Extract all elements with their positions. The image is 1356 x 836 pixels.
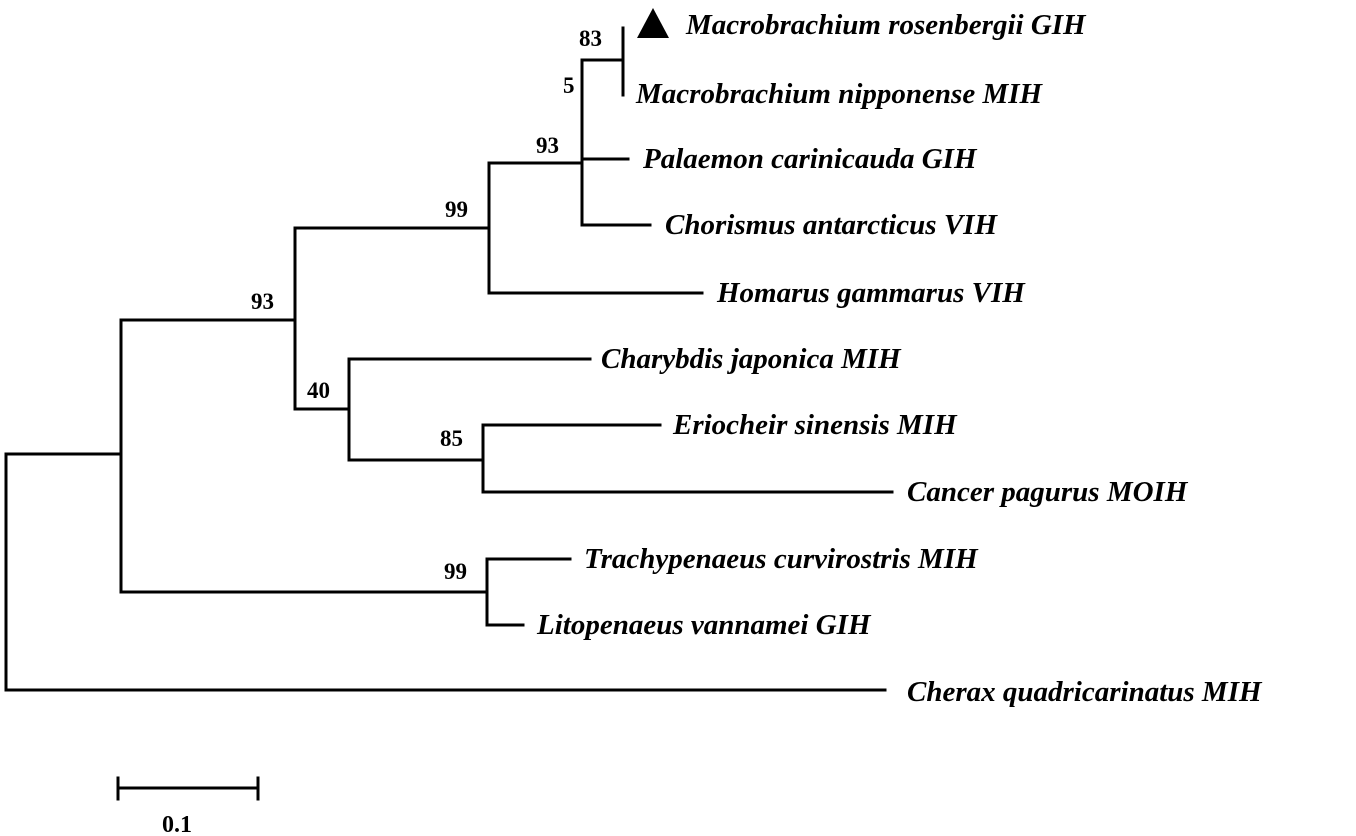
bootstrap-value: 93 [251,289,274,314]
taxon-label-palaemon-carinicauda: Palaemon carinicauda GIH [642,143,978,175]
taxon-label-chorismus-antarcticus: Chorismus antarcticus VIH [665,209,998,241]
bootstrap-value: 5 [563,73,575,98]
triangle-marker-icon [637,8,669,38]
taxon-label-macrobrachium-rosenbergii: Macrobrachium rosenbergii GIH [685,9,1087,41]
branch-root [4,452,887,692]
taxon-label-charybdis-japonica: Charybdis japonica MIH [601,343,902,375]
taxon-label-macrobrachium-nipponense: Macrobrachium nipponense MIH [635,78,1044,110]
tree-branches [4,26,894,692]
bootstrap-values: 83 5 93 99 93 40 85 99 [251,26,602,584]
bootstrap-value: 99 [445,197,468,222]
taxon-label-litopenaeus-vannamei: Litopenaeus vannamei GIH [536,609,872,641]
bootstrap-value: 99 [444,559,467,584]
taxon-label-trachypenaeus-curvirostris: Trachypenaeus curvirostris MIH [584,543,979,575]
bootstrap-value: 85 [440,426,463,451]
bootstrap-value: 83 [579,26,602,51]
taxon-label-cancer-pagurus: Cancer pagurus MOIH [907,476,1189,508]
bootstrap-value: 40 [307,378,330,403]
taxon-label-cherax-quadricarinatus: Cherax quadricarinatus MIH [907,676,1263,708]
scale-bar-label: 0.1 [162,812,192,836]
taxon-label-eriocheir-sinensis: Eriocheir sinensis MIH [672,409,958,441]
scale-bar-line [116,776,260,801]
taxon-label-homarus-gammarus: Homarus gammarus VIH [716,277,1026,309]
scale-bar: 0.1 [116,776,260,836]
taxon-labels: Macrobrachium rosenbergii GIH Macrobrach… [536,9,1263,708]
bootstrap-value: 93 [536,133,559,158]
